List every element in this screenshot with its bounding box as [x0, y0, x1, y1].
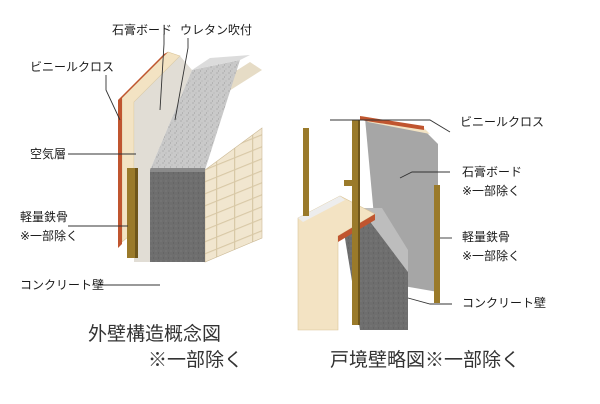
label-light-steel-note: ※一部除く	[20, 229, 79, 243]
leader-urethane	[174, 38, 189, 121]
label-light-steel: 軽量鉄骨	[20, 210, 69, 224]
partition-stud-crossbar	[344, 180, 358, 186]
partition-stud-center-shade	[358, 120, 360, 325]
concrete-block-top	[150, 168, 205, 172]
label-urethane-spray: ウレタン吹付	[180, 23, 253, 37]
partition-stud-center	[352, 120, 358, 325]
partition-front-top	[298, 196, 345, 222]
leader-gypsum-board	[159, 34, 165, 111]
leader-partition-concrete	[407, 297, 452, 305]
leader-vinyl-cloth	[105, 75, 121, 121]
air-layer-gap	[134, 56, 192, 262]
label-air-layer: 空気層	[30, 147, 67, 161]
caption-partition: 戸境壁略図※一部除く	[330, 349, 521, 371]
label-vinyl-cloth: ビニールクロス	[30, 60, 115, 74]
partition-back-vinyl	[360, 116, 424, 130]
leader-partition-vinyl	[330, 119, 451, 133]
exterior-tile-face	[204, 127, 263, 263]
leader-lines	[68, 34, 452, 305]
exterior-steel-stud-shade	[135, 168, 138, 258]
label-partition-gypsum: 石膏ボード	[462, 165, 523, 179]
caption-exterior-note: ※一部除く	[148, 349, 244, 371]
exterior-wall-illustration	[118, 51, 263, 263]
partition-stud-left	[303, 128, 309, 216]
label-partition-steel: 軽量鉄骨	[462, 230, 511, 244]
concrete-block-face	[150, 172, 205, 262]
label-partition-concrete: コンクリート壁	[462, 296, 547, 310]
label-gypsum-board: 石膏ボード	[112, 23, 173, 37]
partition-stud-right	[434, 185, 440, 303]
caption-exterior-title: 外壁構造概念図	[88, 323, 222, 345]
label-concrete-wall: コンクリート壁	[20, 278, 105, 292]
partition-wall-illustration	[297, 116, 440, 331]
exterior-steel-stud	[127, 168, 135, 258]
label-partition-vinyl-cloth: ビニールクロス	[460, 115, 545, 129]
label-partition-gypsum-note: ※一部除く	[462, 184, 521, 198]
partition-concrete-top	[360, 208, 408, 272]
leader-partition-gypsum	[399, 171, 450, 179]
urethane-top	[192, 55, 250, 70]
label-partition-steel-note: ※一部除く	[462, 249, 521, 263]
